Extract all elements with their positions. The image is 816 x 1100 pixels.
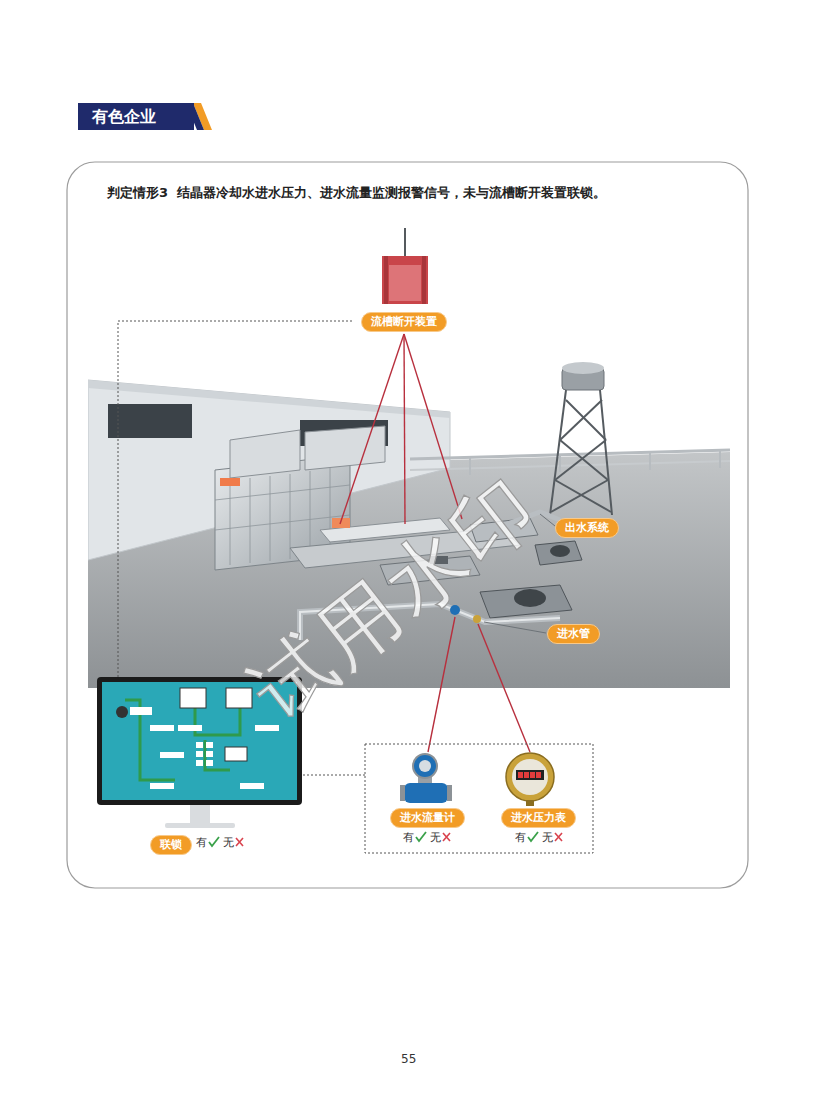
option-text: 无 xyxy=(542,831,553,844)
label-pill: 流槽断开装置 xyxy=(361,312,447,332)
section-band: 有色企业 xyxy=(78,103,194,130)
option-text: 无 xyxy=(430,831,441,844)
node-text: 出水系统 xyxy=(565,521,609,534)
pressure-gauge-icon xyxy=(506,753,554,806)
node-text: 进水管 xyxy=(557,627,590,640)
flowmeter-icon xyxy=(400,754,452,803)
option-text: 有 xyxy=(196,836,207,849)
water-tower xyxy=(550,362,612,515)
node-text: 进水流量计 xyxy=(400,811,455,824)
option-text: 无 xyxy=(223,836,234,849)
option-text: 有 xyxy=(515,831,526,844)
node-text: 流槽断开装置 xyxy=(371,315,437,328)
cross-mark xyxy=(236,833,562,846)
label-pill: 进水压力表 xyxy=(501,808,576,828)
plant-scene xyxy=(88,362,730,688)
node-text: 进水压力表 xyxy=(511,811,566,824)
node-text: 有色企业 xyxy=(92,107,156,126)
panel-title: 判定情形3 结晶器冷却水进水压力、进水流量监测报警信号，未与流槽断开装置联锁。 xyxy=(107,184,606,202)
label-pill: 出水系统 xyxy=(555,518,619,538)
check-mark xyxy=(209,832,538,846)
label-pill: 进水管 xyxy=(547,624,600,644)
gate-icon xyxy=(382,228,428,304)
page-number: 55 xyxy=(401,1052,416,1066)
panel xyxy=(67,162,748,888)
label-pill: 进水流量计 xyxy=(390,808,465,828)
node-text: 联锁 xyxy=(160,838,182,851)
label-pill: 联锁 xyxy=(150,835,192,855)
option-text: 有 xyxy=(403,831,414,844)
